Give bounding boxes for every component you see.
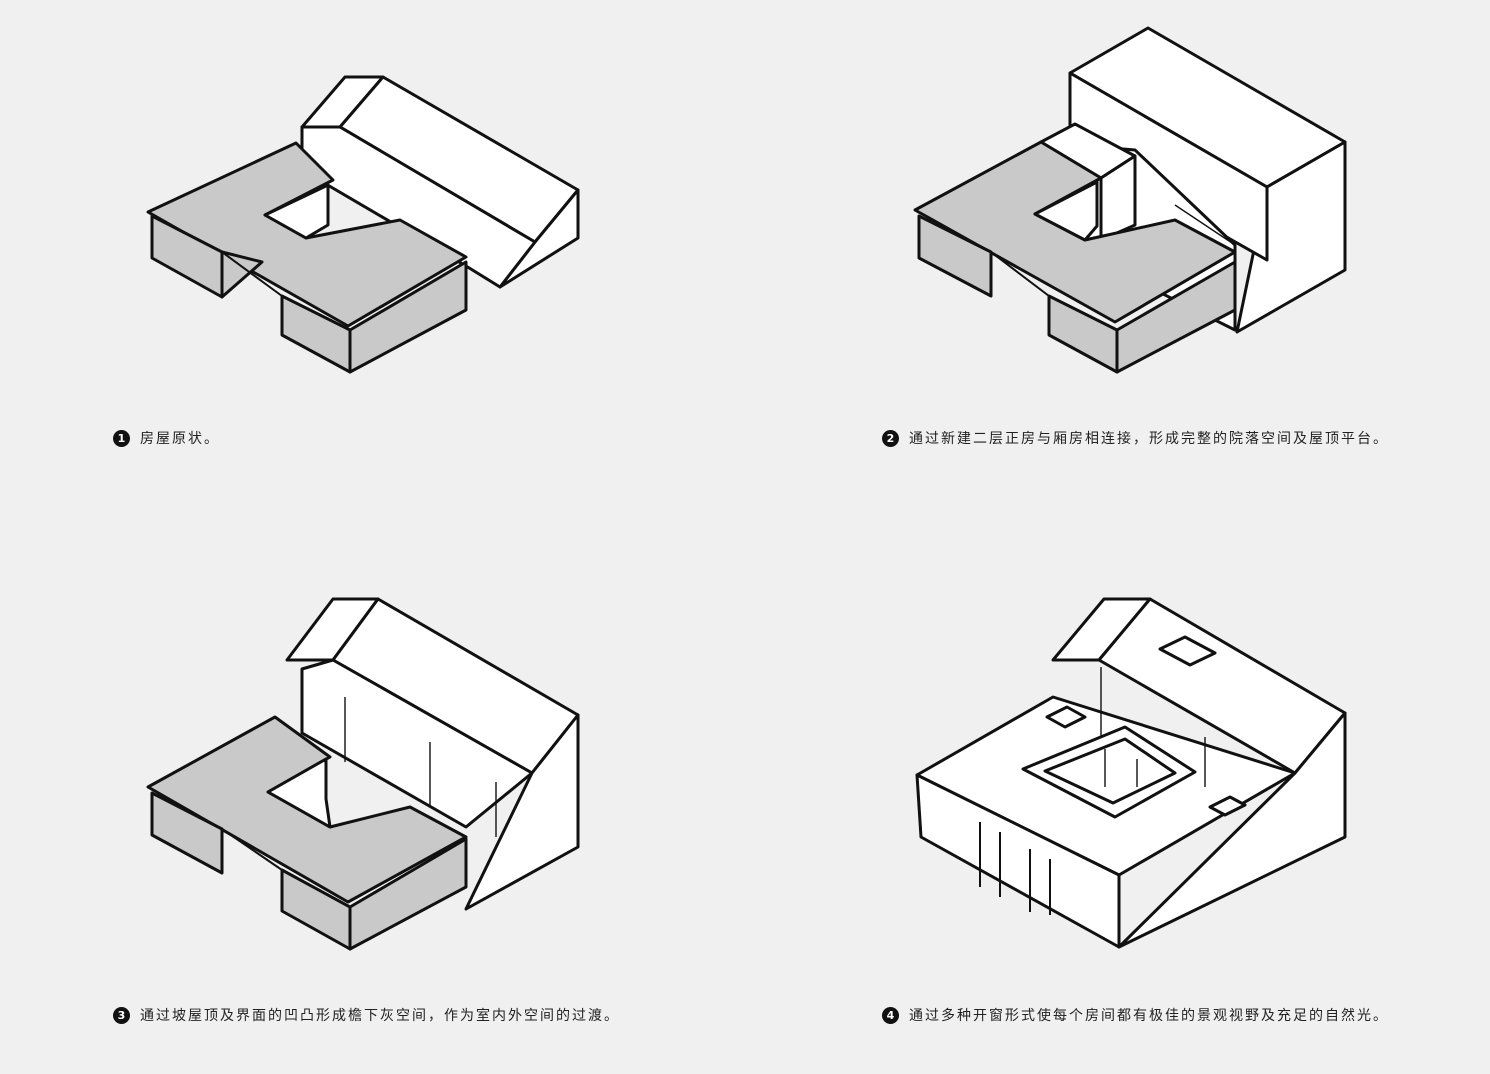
caption-text: 通过多种开窗形式使每个房间都有极佳的景观视野及充足的自然光。 xyxy=(909,1008,1389,1024)
diagram-panel-4: 4 通过多种开窗形式使每个房间都有极佳的景观视野及充足的自然光。 xyxy=(745,537,1490,1074)
u-wing-left-side-wall xyxy=(220,250,264,299)
courtyard-wall xyxy=(266,757,332,829)
bench-right xyxy=(1208,795,1247,817)
caption-text: 通过坡屋顶及界面的凹凸形成檐下灰空间，作为室内外空间的过渡。 xyxy=(140,1008,620,1024)
step-number-badge: 3 xyxy=(113,1006,130,1024)
diagram-panel-2: 2 通过新建二层正房与厢房相连接，形成完整的院落空间及屋顶平台。 xyxy=(745,0,1490,537)
step-number-badge: 4 xyxy=(882,1006,899,1024)
skylight xyxy=(1158,635,1217,667)
axonometric-new-two-storey xyxy=(913,26,1347,374)
diagram-panel-3: 3 通过坡屋顶及界面的凹凸形成檐下灰空间，作为室内外空间的过渡。 xyxy=(0,537,745,1074)
u-wing-left-front-wall xyxy=(150,791,224,875)
courtyard-wall xyxy=(263,183,330,240)
caption-text: 通过新建二层正房与厢房相连接，形成完整的院落空间及屋顶平台。 xyxy=(909,431,1389,447)
u-wing-right-side-wall xyxy=(1115,260,1237,374)
gable-end-wall xyxy=(1117,711,1347,949)
courtyard-wall xyxy=(1033,180,1099,242)
caption-1: 1 房屋原状。 xyxy=(113,428,220,448)
gable-end-wall xyxy=(464,713,580,911)
step-number-badge: 2 xyxy=(882,429,899,447)
u-wing-right-side-wall xyxy=(348,260,468,374)
tall-block-right-wall xyxy=(1235,140,1347,334)
courtyard-inner-frame xyxy=(1043,737,1177,805)
u-wing-right-side-wall xyxy=(348,837,468,951)
connecting-block-front xyxy=(1099,154,1137,242)
bench-left xyxy=(1045,705,1087,729)
axonometric-grey-space xyxy=(146,597,580,951)
caption-text: 房屋原状。 xyxy=(140,431,220,447)
caption-3: 3 通过坡屋顶及界面的凹凸形成檐下灰空间，作为室内外空间的过渡。 xyxy=(113,1005,620,1025)
step-number-badge: 1 xyxy=(113,429,130,447)
front-base-wall xyxy=(915,773,1121,949)
axonometric-windows xyxy=(915,597,1347,949)
caption-2: 2 通过新建二层正房与厢房相连接，形成完整的院落空间及屋顶平台。 xyxy=(882,428,1389,448)
diagram-panel-1: 1 房屋原状。 xyxy=(0,0,745,537)
eave-recessed-wall xyxy=(300,658,534,829)
u-wing-left-front-wall xyxy=(917,214,993,298)
axonometric-original-house xyxy=(146,75,580,374)
caption-4: 4 通过多种开窗形式使每个房间都有极佳的景观视野及充足的自然光。 xyxy=(882,1005,1389,1025)
